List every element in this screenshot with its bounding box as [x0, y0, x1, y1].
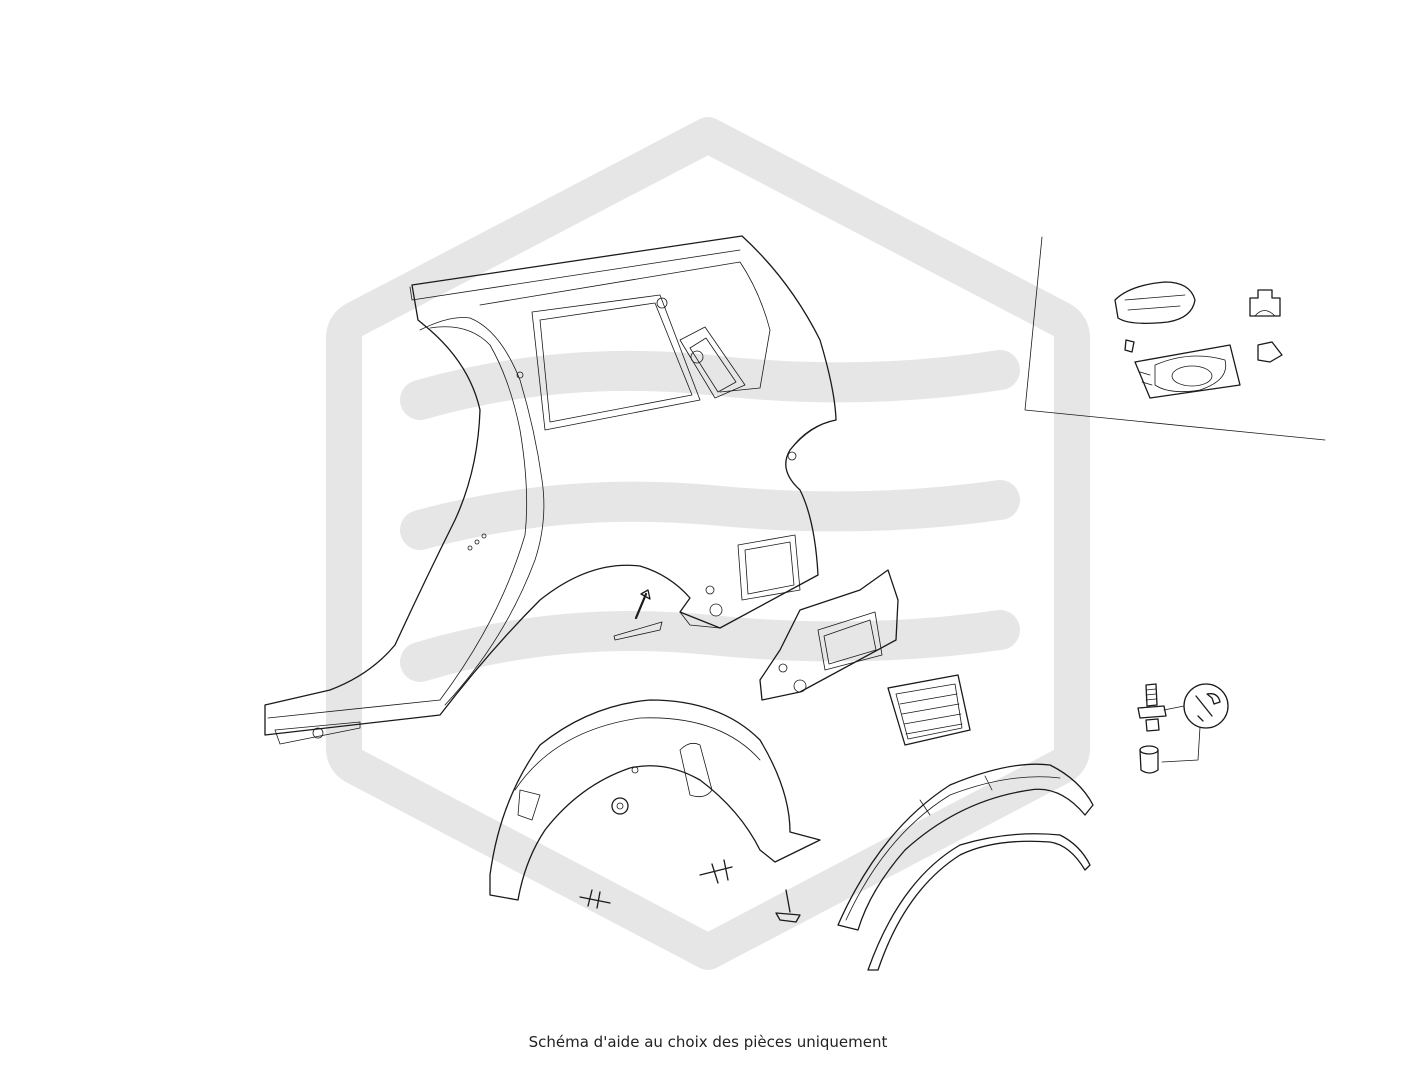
inner-wheelhouse-panel[interactable]	[759, 569, 899, 701]
fuel-door-inset	[1024, 236, 1326, 441]
vent-grille[interactable]	[887, 674, 971, 746]
wheel-arch-trim-strip[interactable]	[867, 833, 1091, 971]
fuel-door-latch[interactable]	[1257, 341, 1283, 363]
fuel-filler-door[interactable]	[1114, 281, 1196, 324]
wrench-icon	[1161, 683, 1229, 763]
watermark-logo	[326, 117, 1090, 970]
fuel-door-bracket[interactable]	[1249, 289, 1281, 317]
bolt-fastener[interactable]	[1137, 683, 1167, 732]
washer-fastener[interactable]	[1139, 745, 1159, 774]
front-direction-arrow	[613, 589, 663, 641]
quarter-panel[interactable]	[264, 235, 837, 745]
push-clip-4[interactable]	[775, 889, 801, 923]
fuel-door-screw[interactable]	[1124, 339, 1135, 353]
push-clip-2[interactable]	[699, 859, 733, 884]
diagram-caption: Schéma d'aide au choix des pièces unique…	[528, 1033, 888, 1051]
push-clip-1[interactable]	[611, 797, 629, 815]
wheel-arch-moulding[interactable]	[837, 763, 1094, 931]
push-clip-3[interactable]	[579, 889, 611, 909]
wheel-arch-liner[interactable]	[489, 699, 821, 901]
fuel-filler-housing[interactable]	[1134, 344, 1241, 399]
